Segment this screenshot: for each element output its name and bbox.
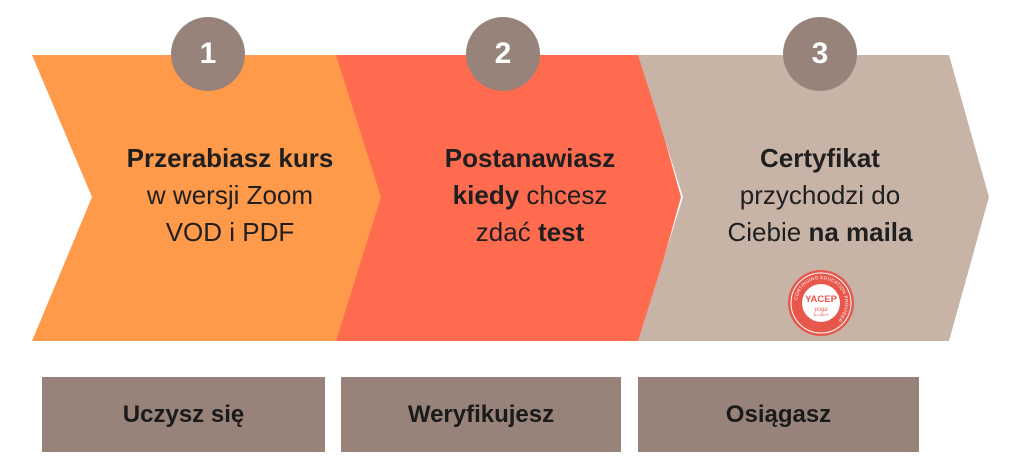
step-1-chevron [32, 55, 383, 341]
step-2-line-3-bold: test [537, 217, 585, 247]
step-2-line-2-rest: chcesz [519, 180, 608, 210]
step-3-line-3-bold: na maila [808, 217, 913, 247]
step-3-line-3: Ciebie na maila [700, 214, 940, 251]
step-2-line-3: zdać test [400, 214, 660, 251]
step-3-line-2: przychodzi do [739, 180, 901, 210]
badge-outer-ring [790, 272, 852, 334]
step-3-number-circle: 3 [783, 17, 857, 91]
yacep-badge-icon: CONTINUING EDUCATION PROVIDER YACEP yoga… [788, 270, 854, 336]
step-1-line-3: VOD i PDF [165, 217, 295, 247]
step-1-label: Uczysz się [42, 377, 325, 452]
badge-sub-text: yoga [813, 305, 828, 313]
step-1-number-circle: 1 [171, 17, 245, 91]
step-3-text: Certyfikat przychodzi do Ciebie na maila [700, 140, 940, 251]
step-2-text: Postanawiasz kiedy chcesz zdać test [400, 140, 660, 251]
step-2-label: Weryfikujesz [341, 377, 621, 452]
step-2-line-3-pre: zdać [475, 217, 538, 247]
step-2-number-circle: 2 [466, 17, 540, 91]
step-1-text: Przerabiasz kurs w wersji Zoom VOD i PDF [100, 140, 360, 251]
step-2-line-2: kiedy chcesz [400, 177, 660, 214]
step-2-line-2-bold: kiedy [452, 180, 520, 210]
badge-main-text: YACEP [805, 294, 838, 305]
step-3-label: Osiągasz [638, 377, 919, 452]
step-1-line-1: Przerabiasz kurs [126, 143, 334, 173]
step-2-line-1: Postanawiasz [444, 143, 616, 173]
step-2-chevron [336, 55, 681, 341]
step-3-line-1: Certyfikat [760, 143, 880, 173]
badge-sub2-text: ALLIANCE [813, 313, 828, 317]
step-3-line-3-pre: Ciebie [727, 217, 809, 247]
step-3-chevron [638, 55, 989, 341]
step-1-line-2: w wersji Zoom [146, 180, 314, 210]
badge-inner-circle [802, 284, 840, 322]
